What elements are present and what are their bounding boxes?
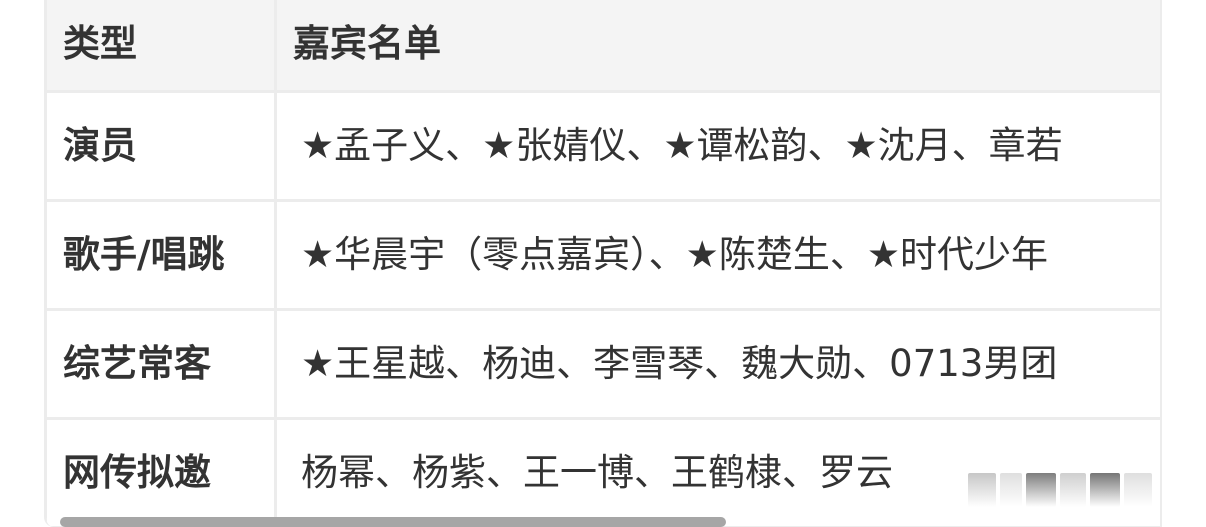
column-header-guests: 嘉宾名单 <box>274 0 1160 93</box>
guests-cell-variety-regulars: ★王星越、杨迪、李雪琴、魏大勋、0713男团 <box>274 308 1160 420</box>
type-cell-rumored-invites: 网传拟邀 <box>46 417 277 527</box>
horizontal-scrollbar-thumb[interactable] <box>60 517 726 527</box>
guests-cell-singers: ★华晨宇（零点嘉宾）、★陈楚生、★时代少年 <box>274 199 1160 311</box>
guests-cell-rumored-invites: 杨幂、杨紫、王一博、王鹤棣、罗云 <box>274 417 1160 527</box>
table-scroll-container[interactable]: 类型 嘉宾名单 演员 ★孟子义、★张婧仪、★谭松韵、★沈月、章若 歌手/唱跳 ★… <box>44 0 1162 527</box>
column-header-type: 类型 <box>46 0 277 93</box>
table-row: 演员 ★孟子义、★张婧仪、★谭松韵、★沈月、章若 <box>46 90 1160 202</box>
table-header-row: 类型 嘉宾名单 <box>46 0 1160 93</box>
table-row: 网传拟邀 杨幂、杨紫、王一博、王鹤棣、罗云 <box>46 417 1160 527</box>
horizontal-scrollbar[interactable] <box>60 517 1160 527</box>
type-cell-actors: 演员 <box>46 90 277 202</box>
guests-cell-actors: ★孟子义、★张婧仪、★谭松韵、★沈月、章若 <box>274 90 1160 202</box>
type-cell-variety-regulars: 综艺常客 <box>46 308 277 420</box>
table-row: 综艺常客 ★王星越、杨迪、李雪琴、魏大勋、0713男团 <box>46 308 1160 420</box>
guest-list-table: 类型 嘉宾名单 演员 ★孟子义、★张婧仪、★谭松韵、★沈月、章若 歌手/唱跳 ★… <box>46 0 1160 527</box>
type-cell-singers: 歌手/唱跳 <box>46 199 277 311</box>
table-row: 歌手/唱跳 ★华晨宇（零点嘉宾）、★陈楚生、★时代少年 <box>46 199 1160 311</box>
